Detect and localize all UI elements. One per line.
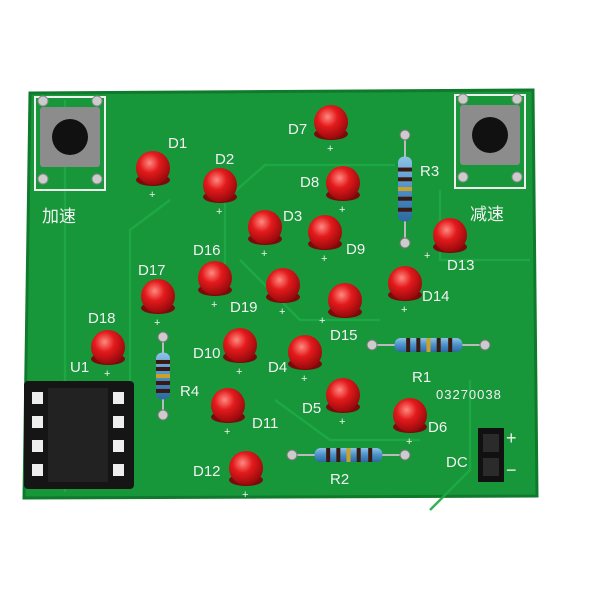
led-d17 (141, 279, 175, 314)
resistor-label-r2: R2 (330, 471, 349, 488)
led-polarity-mark: + (261, 248, 267, 260)
copper-traces (63, 100, 530, 511)
led-polarity-mark: + (301, 373, 307, 385)
led-d3 (248, 210, 282, 245)
led-d8 (326, 166, 360, 201)
led-d14 (388, 266, 422, 301)
led-polarity-mark: + (279, 306, 285, 318)
led-polarity-mark: + (339, 416, 345, 428)
led-label-d7: D7 (288, 121, 307, 138)
led-polarity-mark: + (149, 189, 155, 201)
serial-number: 03270038 (436, 387, 502, 402)
ic-socket-u1 (24, 381, 134, 489)
led-d15 (328, 283, 362, 318)
led-d2 (203, 168, 237, 203)
slow-down-button[interactable] (454, 93, 526, 189)
led-label-d19: D19 (230, 299, 258, 316)
slow-down-label: 减速 (470, 205, 504, 225)
speed-up-button[interactable] (34, 95, 106, 191)
dc-label: DC (446, 454, 468, 471)
led-d6 (393, 398, 427, 433)
led-label-d6: D6 (428, 419, 447, 436)
led-d19 (266, 268, 300, 303)
led-polarity-mark: + (321, 253, 327, 265)
led-d5 (326, 378, 360, 413)
led-polarity-mark: + (424, 250, 430, 262)
led-polarity-mark: + (211, 299, 217, 311)
led-polarity-mark: + (154, 317, 160, 329)
led-label-d14: D14 (422, 288, 450, 305)
led-polarity-mark: + (224, 426, 230, 438)
led-polarity-mark: + (236, 366, 242, 378)
led-polarity-mark: + (104, 368, 110, 380)
led-polarity-mark: + (406, 436, 412, 448)
led-d18 (91, 330, 125, 365)
led-label-d16: D16 (193, 242, 221, 259)
led-d1 (136, 151, 170, 186)
led-label-d3: D3 (283, 208, 302, 225)
resistor-r4 (156, 331, 170, 421)
led-label-d5: D5 (302, 400, 321, 417)
resistor-r1 (366, 338, 491, 352)
led-label-d15: D15 (330, 327, 358, 344)
led-d13 (433, 218, 467, 253)
led-d16 (198, 261, 232, 296)
led-label-d1: D1 (168, 135, 187, 152)
led-polarity-mark: + (319, 315, 325, 327)
dc-plus-label: + (506, 428, 517, 448)
led-d7 (314, 105, 348, 140)
led-polarity-mark: + (339, 204, 345, 216)
resistor-label-r1: R1 (412, 369, 431, 386)
led-d11 (211, 388, 245, 423)
ic-label: U1 (70, 359, 89, 376)
led-polarity-mark: + (216, 206, 222, 218)
pcb-edge (22, 88, 539, 500)
led-d12 (229, 451, 263, 486)
led-polarity-mark: + (327, 143, 333, 155)
led-label-d4: D4 (268, 359, 287, 376)
speed-up-label: 加速 (42, 207, 76, 227)
resistor-r2 (286, 448, 411, 462)
resistor-label-r4: R4 (180, 383, 199, 400)
led-label-d8: D8 (300, 174, 319, 191)
led-polarity-mark: + (242, 489, 248, 501)
led-label-d9: D9 (346, 241, 365, 258)
led-label-d18: D18 (88, 310, 116, 327)
led-polarity-mark: + (401, 304, 407, 316)
led-d10 (223, 328, 257, 363)
led-label-d2: D2 (215, 151, 234, 168)
led-label-d12: D12 (193, 463, 221, 480)
resistor-r3 (398, 129, 412, 249)
led-label-d13: D13 (447, 257, 475, 274)
led-label-d17: D17 (138, 262, 166, 279)
led-label-d10: D10 (193, 345, 221, 362)
dc-minus-label: − (506, 460, 517, 480)
led-d4 (288, 335, 322, 370)
led-d9 (308, 215, 342, 250)
dc-power-header[interactable] (478, 428, 504, 482)
led-label-d11: D11 (252, 415, 278, 432)
resistor-label-r3: R3 (420, 163, 439, 180)
